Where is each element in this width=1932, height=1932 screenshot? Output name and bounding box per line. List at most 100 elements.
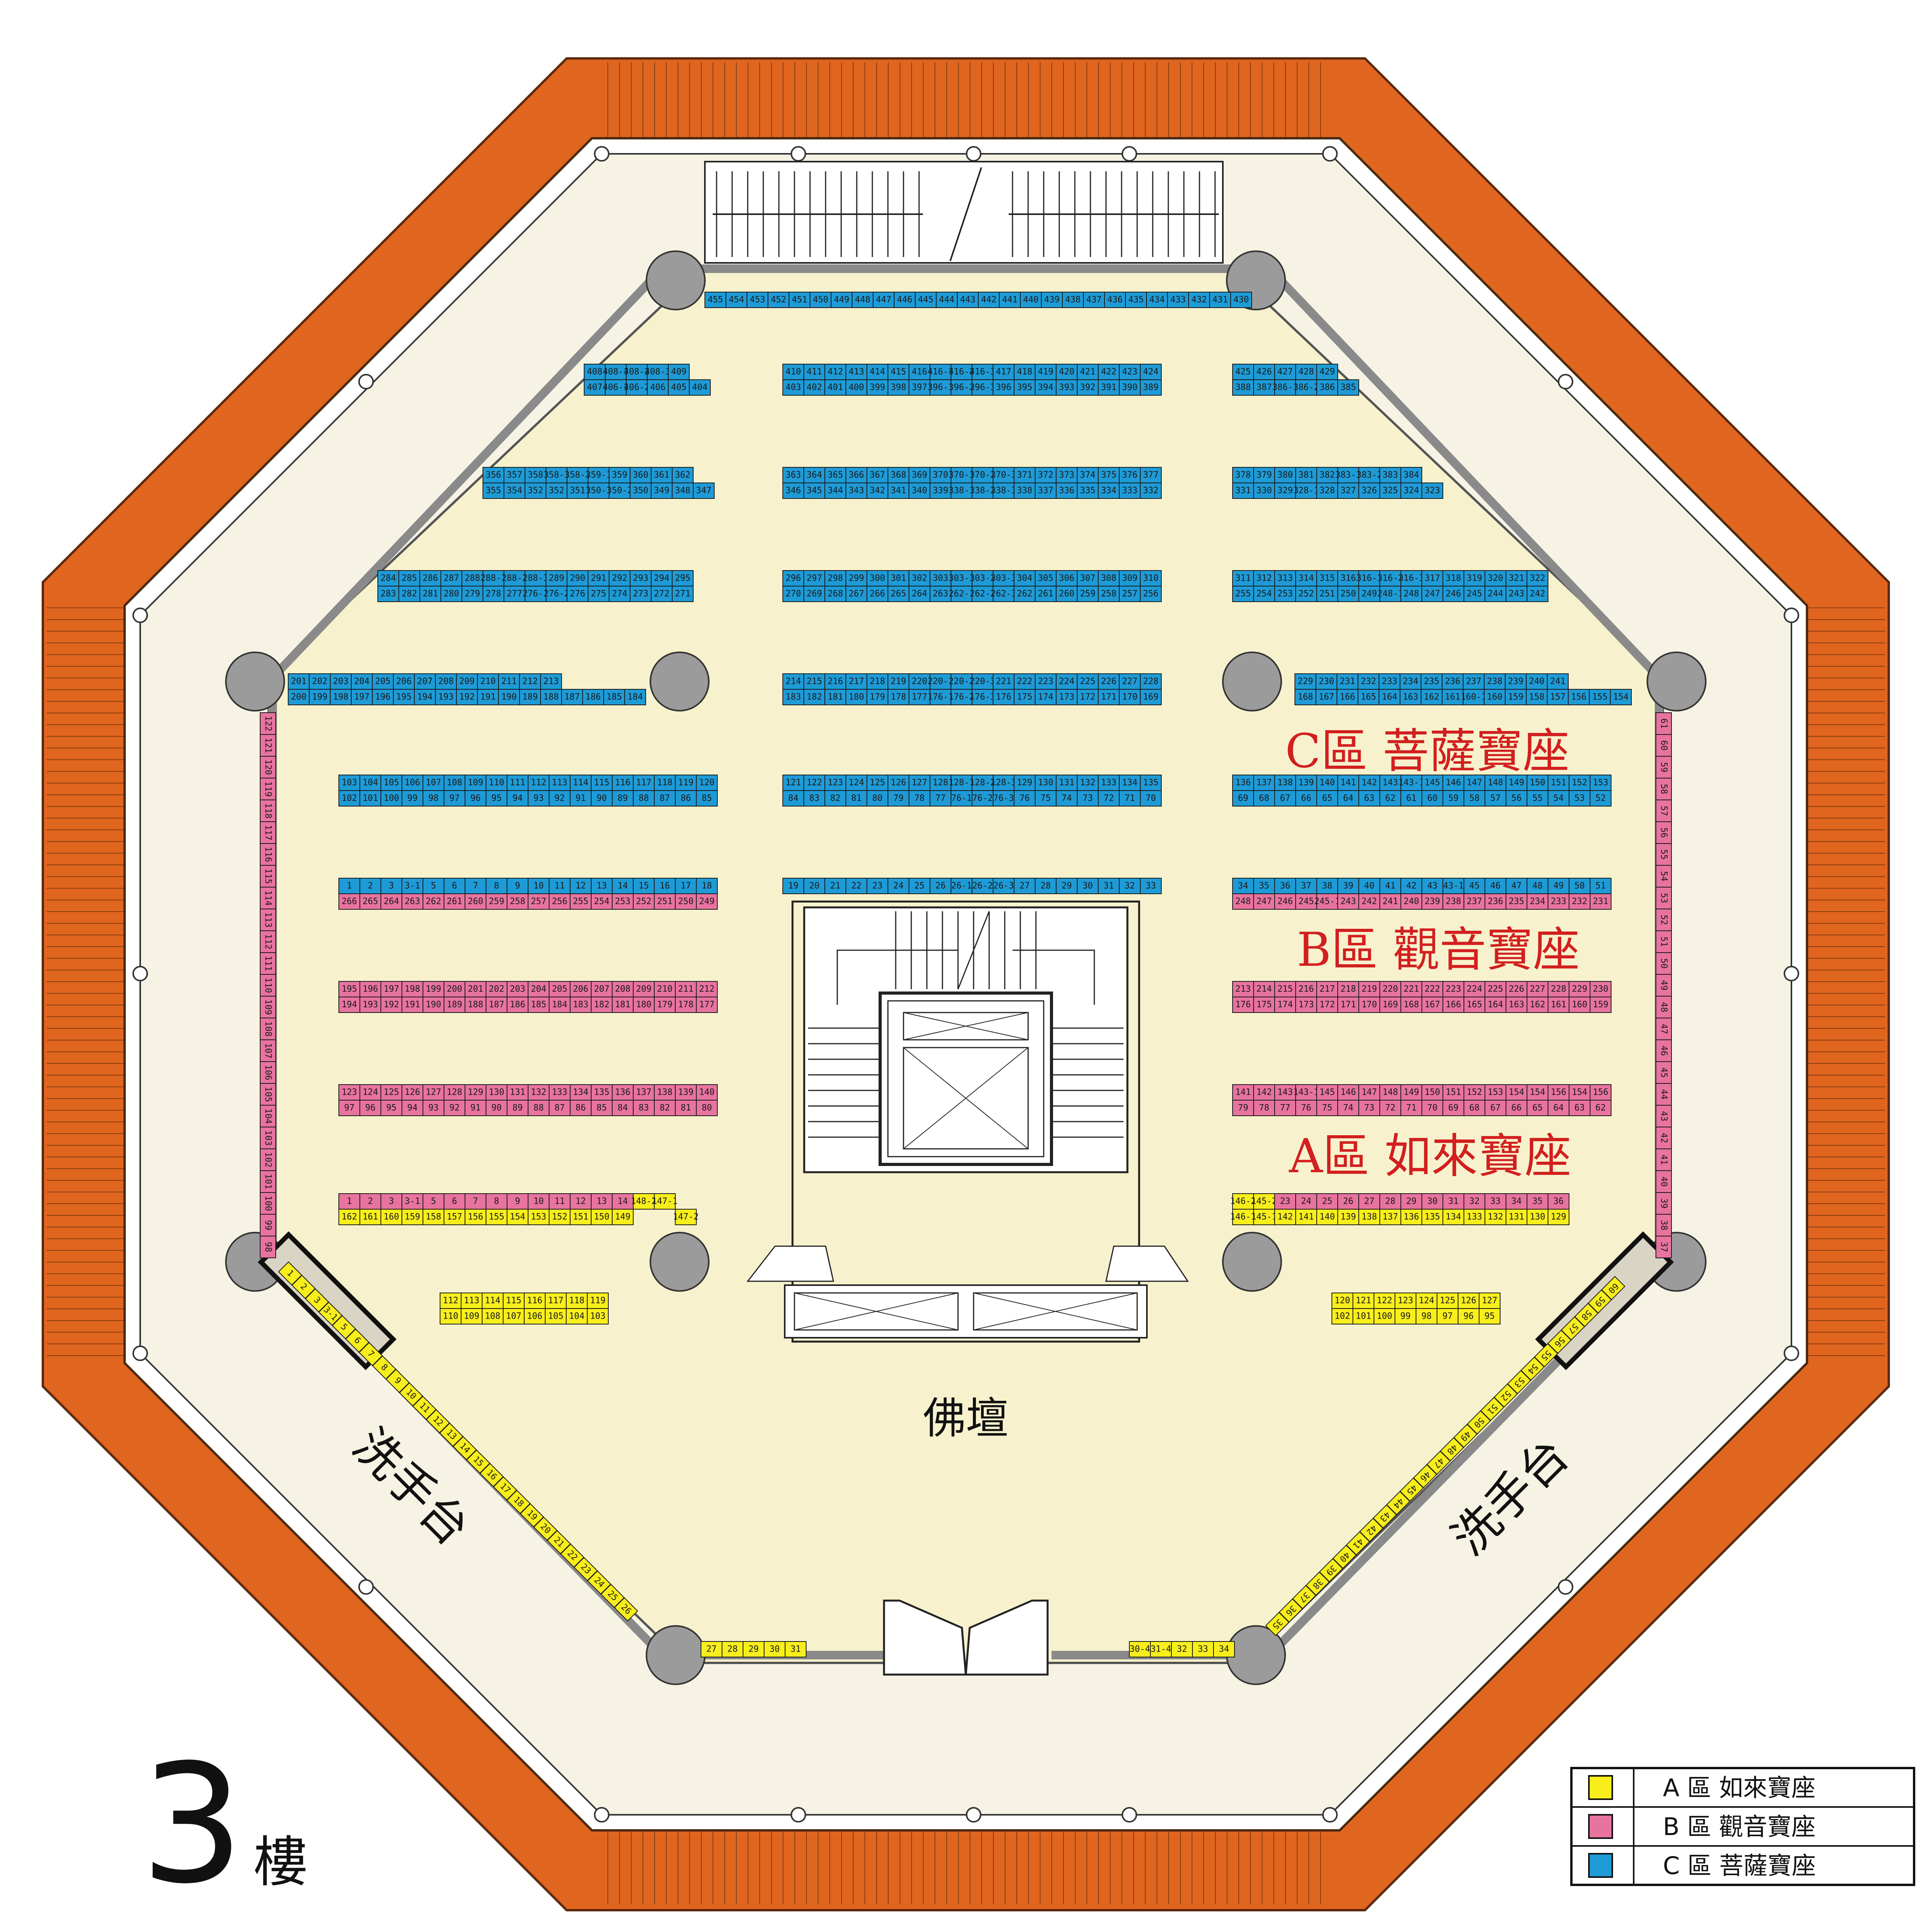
seat-21-b14[interactable]: 83 <box>633 1100 655 1116</box>
seat-11-b7[interactable]: 176-1 <box>928 689 953 705</box>
seat-9-b2[interactable]: 253 <box>1274 586 1296 602</box>
seat-21-t1[interactable]: 124 <box>359 1084 381 1101</box>
seat-10-b14[interactable]: 186 <box>582 689 604 705</box>
seat-8-b3[interactable]: 267 <box>845 586 867 602</box>
seat-10-t8[interactable]: 209 <box>456 673 478 690</box>
seat-8-t15[interactable]: 308 <box>1098 570 1120 586</box>
seat-17-t16[interactable]: 32 <box>1119 878 1141 894</box>
seat-left-8[interactable]: 114 <box>260 887 276 909</box>
seat-18-t15[interactable]: 49 <box>1548 878 1569 894</box>
seat-13-t13[interactable]: 116 <box>612 775 634 791</box>
seat-24-b10[interactable]: 134 <box>1442 1209 1464 1225</box>
seat-24-b6[interactable]: 138 <box>1358 1209 1380 1225</box>
seat-diagleft-0[interactable]: 1 <box>278 1261 303 1286</box>
seat-diagright-4[interactable]: 39 <box>1319 1558 1344 1583</box>
seat-24-b4[interactable]: 140 <box>1316 1209 1338 1225</box>
seat-26-t1[interactable]: 121 <box>1353 1293 1374 1309</box>
seat-left-0[interactable]: 122 <box>260 712 276 735</box>
seat-7-t10[interactable]: 291 <box>588 570 609 586</box>
seat-20-t17[interactable]: 230 <box>1590 981 1611 997</box>
seat-0-t6[interactable]: 449 <box>831 292 852 308</box>
seat-8-t5[interactable]: 301 <box>888 570 909 586</box>
seat-5-b12[interactable]: 337 <box>1035 483 1057 499</box>
seat-14-t4[interactable]: 125 <box>866 775 888 791</box>
seat-18-b14[interactable]: 234 <box>1527 893 1548 910</box>
seat-17-t11[interactable]: 27 <box>1014 878 1036 894</box>
seat-8-b10[interactable]: 262-3 <box>991 586 1016 602</box>
seat-14-b9[interactable]: 76-2 <box>972 790 993 807</box>
seat-15-t7[interactable]: 143 <box>1379 775 1401 791</box>
seat-1-t0[interactable]: 408 <box>584 364 606 380</box>
seat-4-b6[interactable]: 350-2 <box>607 483 632 499</box>
seat-20-b0[interactable]: 176 <box>1232 997 1254 1013</box>
seat-3-t1[interactable]: 426 <box>1253 364 1275 380</box>
seat-8-b0[interactable]: 270 <box>782 586 804 602</box>
seat-24-b1[interactable]: 145-1 <box>1251 1209 1277 1225</box>
seat-left-3[interactable]: 119 <box>260 778 276 800</box>
seat-22-t13[interactable]: 154 <box>1506 1084 1527 1101</box>
seat-0-t21[interactable]: 434 <box>1146 292 1168 308</box>
seat-5-b17[interactable]: 332 <box>1140 483 1162 499</box>
seat-15-b6[interactable]: 63 <box>1358 790 1380 807</box>
seat-5-b11[interactable]: 338 <box>1014 483 1036 499</box>
seat-5-b16[interactable]: 333 <box>1119 483 1141 499</box>
seat-22-b16[interactable]: 63 <box>1569 1100 1590 1116</box>
seat-right-24[interactable]: 37 <box>1655 1236 1672 1258</box>
seat-8-b1[interactable]: 269 <box>803 586 825 602</box>
seat-17-t15[interactable]: 31 <box>1098 878 1120 894</box>
seat-6-b4[interactable]: 328 <box>1316 483 1338 499</box>
seat-6-t8[interactable]: 384 <box>1400 467 1422 483</box>
seat-9-t5[interactable]: 316 <box>1337 570 1359 586</box>
seat-22-b10[interactable]: 69 <box>1442 1100 1464 1116</box>
seat-18-t8[interactable]: 42 <box>1400 878 1422 894</box>
seat-10-b12[interactable]: 188 <box>540 689 562 705</box>
seat-24-t1[interactable]: 145-2 <box>1251 1193 1277 1210</box>
seat-11-t4[interactable]: 218 <box>866 673 888 690</box>
seat-9-b7[interactable]: 248-1 <box>1377 586 1403 602</box>
seat-18-b11[interactable]: 237 <box>1464 893 1485 910</box>
seat-25-b5[interactable]: 105 <box>545 1308 567 1324</box>
seat-9-b4[interactable]: 251 <box>1316 586 1338 602</box>
seat-9-b3[interactable]: 252 <box>1295 586 1317 602</box>
seat-25-b6[interactable]: 104 <box>566 1308 588 1324</box>
seat-24-b11[interactable]: 133 <box>1464 1209 1485 1225</box>
seat-17-t3[interactable]: 22 <box>845 878 867 894</box>
seat-18-t3[interactable]: 37 <box>1295 878 1317 894</box>
seat-11-t1[interactable]: 215 <box>803 673 825 690</box>
seat-8-b12[interactable]: 261 <box>1035 586 1057 602</box>
seat-14-b17[interactable]: 70 <box>1140 790 1162 807</box>
seat-19-t4[interactable]: 199 <box>423 981 444 997</box>
seat-21-b3[interactable]: 94 <box>402 1100 423 1116</box>
seat-7-b3[interactable]: 280 <box>440 586 462 602</box>
seat-1-b1[interactable]: 406-1 <box>603 379 629 396</box>
seat-21-t15[interactable]: 138 <box>654 1084 676 1101</box>
seat-16-b9[interactable]: 257 <box>528 893 549 910</box>
seat-right-11[interactable]: 50 <box>1655 952 1672 975</box>
seat-15-t8[interactable]: 143-1 <box>1398 775 1424 791</box>
seat-16-t5[interactable]: 6 <box>444 878 465 894</box>
seat-19-t9[interactable]: 204 <box>528 981 549 997</box>
seat-11-b12[interactable]: 174 <box>1035 689 1057 705</box>
seat-26-b2[interactable]: 100 <box>1374 1308 1395 1324</box>
seat-2-b7[interactable]: 396-1 <box>928 379 953 396</box>
seat-11-t7[interactable]: 220-1 <box>928 673 953 690</box>
seat-28-t0[interactable]: 30-4 <box>1129 1641 1151 1657</box>
seat-diagleft-15[interactable]: 16 <box>479 1463 504 1487</box>
seat-14-b8[interactable]: 76-1 <box>951 790 972 807</box>
seat-11-t17[interactable]: 228 <box>1140 673 1162 690</box>
seat-9-t13[interactable]: 321 <box>1506 570 1527 586</box>
seat-12-b5[interactable]: 163 <box>1400 689 1421 705</box>
seat-17-t10[interactable]: 26-3 <box>993 878 1014 894</box>
seat-15-t14[interactable]: 150 <box>1527 775 1548 791</box>
seat-16-b14[interactable]: 252 <box>633 893 655 910</box>
seat-8-b5[interactable]: 265 <box>888 586 909 602</box>
seat-25-b0[interactable]: 110 <box>440 1308 461 1324</box>
seat-13-b5[interactable]: 97 <box>444 790 465 807</box>
seat-11-t5[interactable]: 219 <box>888 673 909 690</box>
seat-left-17[interactable]: 105 <box>260 1083 276 1106</box>
seat-4-t8[interactable]: 361 <box>651 467 673 483</box>
seat-left-15[interactable]: 107 <box>260 1039 276 1062</box>
seat-8-b16[interactable]: 257 <box>1119 586 1141 602</box>
seat-11-b9[interactable]: 176-3 <box>970 689 995 705</box>
seat-diagright-18[interactable]: 53 <box>1507 1370 1532 1395</box>
